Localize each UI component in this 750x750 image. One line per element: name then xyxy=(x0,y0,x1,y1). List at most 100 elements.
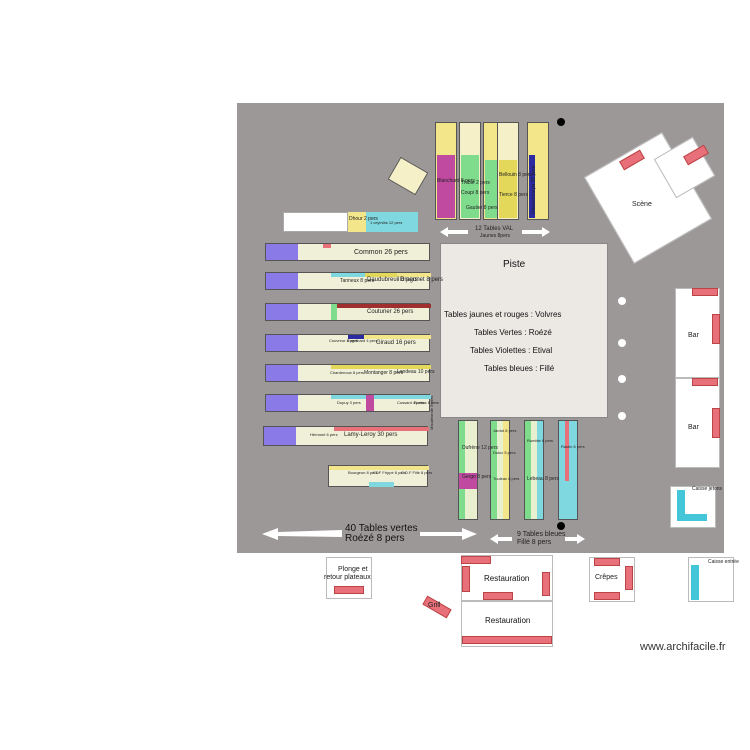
row-giraud xyxy=(265,334,431,352)
row-montanger xyxy=(265,364,431,382)
label-jardot: Jardot 8 pers xyxy=(493,428,517,433)
label-cdf-fille: C.D.F Fillé 8 pers xyxy=(401,470,433,475)
label-couvreur: Couvreur 4 pers xyxy=(329,338,358,343)
pillar xyxy=(618,297,626,305)
resto-table xyxy=(461,556,491,564)
legend-violet: Tables Violettes : Etival xyxy=(470,346,553,355)
label-crepes: Crêpes xyxy=(595,574,618,581)
label-plonge-sub: retour plateaux xyxy=(324,574,371,581)
label-bar2: Bar xyxy=(688,424,699,431)
label-vertes: 40 Tables vertes xyxy=(345,523,418,534)
label-plonge: Plonge et xyxy=(338,566,368,573)
label-common: Common 26 pers xyxy=(354,249,408,256)
legend-green: Tables Vertes : Roézé xyxy=(474,328,552,337)
watermark: www.archifacile.fr xyxy=(640,641,726,653)
label-restauration-1: Restauration xyxy=(484,574,530,583)
table-segment xyxy=(437,155,455,218)
row-lamy xyxy=(263,426,429,446)
plonge-table xyxy=(334,586,364,594)
label-bleues: 9 Tables bleues xyxy=(517,531,566,538)
label-univers: Univers'corps 16 pers xyxy=(531,165,537,214)
table-segment xyxy=(499,160,517,218)
row-common xyxy=(265,243,430,261)
label-bordas: Bordas 6 pers xyxy=(414,400,439,405)
label-tuuleac: Tuuleac 8 pers xyxy=(493,476,520,481)
label-scene: Scène xyxy=(632,201,652,208)
label-montanger: Montanger 8 pers xyxy=(364,370,404,376)
row-dupuy xyxy=(265,394,431,412)
bleues-arrow xyxy=(490,534,585,544)
crepes-table xyxy=(625,566,633,590)
label-daudubreuil: Daudubreuil 6 pers xyxy=(367,277,418,283)
table-segment xyxy=(529,155,535,218)
resto-table xyxy=(462,566,470,592)
label-cdf-frippe: CDF Frippé 8 pers xyxy=(373,470,406,475)
legend-blue: Tables bleues : Fillé xyxy=(484,364,555,373)
crepes-table xyxy=(594,592,620,600)
row-couturier xyxy=(265,303,431,321)
label-raulin: Raulin 6 pers xyxy=(561,444,585,449)
label-dhour: Dhour 2 pers xyxy=(349,216,378,222)
label-val-sub: Jaunes 8pers xyxy=(480,233,511,239)
label-engelhard: Engelhard 4 pers xyxy=(347,338,378,343)
label-thible: Thible 2 pers xyxy=(461,180,490,186)
table-segment xyxy=(461,155,479,218)
pillar xyxy=(618,375,626,383)
pillar xyxy=(618,412,626,420)
label-cossard: Cossard 4 pers xyxy=(397,400,425,405)
label-couturier: Couturier 26 pers xyxy=(367,309,414,315)
label-grill: Grill xyxy=(428,602,441,609)
bar-table xyxy=(692,288,718,296)
label-duluc: Duluc 5 pers xyxy=(493,450,516,455)
label-blanchard: Blanchard 8 pers xyxy=(437,178,475,184)
label-dupuy: Dupuy 3 pers xyxy=(337,400,361,405)
label-vertes-sub: Roézé 8 pers xyxy=(345,533,405,544)
label-rumble: Rumble 6 pers xyxy=(527,438,554,443)
caisse-desk xyxy=(677,490,685,520)
pillar xyxy=(618,339,626,347)
label-maudelonde: Maudelonde 5 pers xyxy=(429,395,434,430)
val-arrow xyxy=(440,227,550,237)
row-bourgeon xyxy=(328,465,429,487)
table-column xyxy=(490,420,510,520)
label-landeau: Landeau 10 pers xyxy=(397,369,435,375)
dance-floor xyxy=(440,243,608,418)
piste-title: Piste xyxy=(503,259,526,270)
label-lebeau: Lebeau 8 pers xyxy=(527,476,559,482)
resto-table xyxy=(462,636,552,644)
resto-table xyxy=(483,592,513,600)
bar-table xyxy=(692,378,718,386)
pillar-black xyxy=(557,522,565,530)
crepes-table xyxy=(594,558,620,566)
label-tierce: Tierce 8 pers xyxy=(499,192,528,198)
legend-yellow-red: Tables jaunes et rouges : Volvres xyxy=(444,310,562,319)
vertes-arrow xyxy=(262,528,477,540)
label-gergo: Gergo 8 pers xyxy=(462,474,492,480)
label-herment: Hérmont 6 pers xyxy=(310,432,338,437)
label-bourgeon: Bourgeon 8 pers xyxy=(348,470,378,475)
label-bellouin: Bellouin 8 pers xyxy=(499,172,533,178)
label-val-tables: 12 Tables VAL xyxy=(475,226,514,232)
pillar-black xyxy=(557,118,565,126)
label-coupi: Coupi 8 pers xyxy=(461,190,490,196)
label-tanneux: Tanneux 8 pers xyxy=(340,278,375,284)
table-column xyxy=(524,420,544,520)
label-caisse-jetons: Caisse jetons xyxy=(692,486,723,492)
caisse-desk xyxy=(677,514,707,521)
bar-table xyxy=(712,408,720,438)
table-column xyxy=(458,420,478,520)
label-maple: 1 ceylnibs 12 pers xyxy=(370,220,403,225)
row-tanneux xyxy=(265,272,431,290)
label-chardenoux: Chardenoux 8 pers xyxy=(330,370,365,375)
label-lamy: Lamy-Leroy 30 pers xyxy=(344,432,398,438)
label-restauration-2: Restauration xyxy=(485,616,531,625)
label-gautier: Gautier 8 pers xyxy=(466,205,498,211)
resto-table xyxy=(542,572,550,596)
label-bleues-sub: Fillé 8 pers xyxy=(517,539,552,546)
caisse-desk xyxy=(691,565,699,600)
table-column xyxy=(558,420,578,520)
label-dragonet: Dragonet 8 pers xyxy=(400,277,444,283)
label-bar1: Bar xyxy=(688,332,699,339)
label-giraud: Giraud 16 pers xyxy=(376,340,416,346)
bar-table xyxy=(712,314,720,344)
